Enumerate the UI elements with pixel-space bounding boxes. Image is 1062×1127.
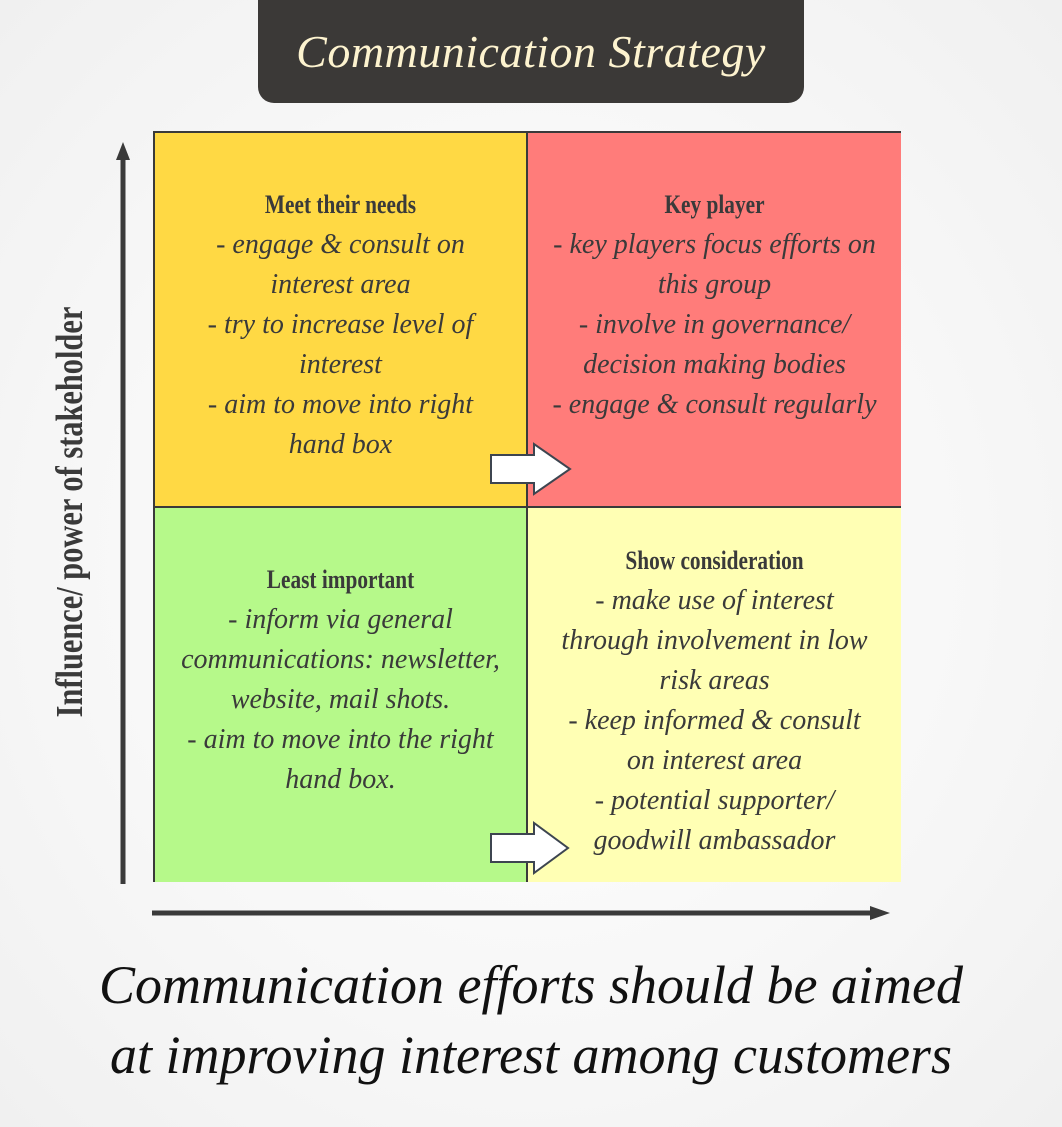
quadrant-heading: Show consideration [625, 546, 804, 575]
right-arrow-icon [490, 442, 572, 496]
footer-caption: Communication efforts should be aimed at… [0, 950, 1062, 1090]
quadrant-line: - engage & consult on interest area [216, 229, 465, 300]
quadrant-line: - try to increase level of interest [207, 309, 474, 380]
quadrant-grid: Meet their needs - engage & consult on i… [153, 131, 901, 882]
quadrant-least-important: Least important - inform via general com… [155, 508, 528, 882]
y-axis-arrow [116, 142, 130, 884]
quadrant-heading: Least important [266, 565, 415, 594]
quadrant-line: - keep informed & consult on interest ar… [568, 705, 861, 776]
title-banner: Communication Strategy [258, 0, 804, 103]
quadrant-line: - involve in governance/ decision making… [578, 309, 851, 380]
quadrant-line: - potential supporter/ goodwill ambassad… [593, 785, 836, 856]
quadrant-line: - inform via general communications: new… [181, 604, 500, 715]
quadrant-show-consideration: Show consideration - make use of interes… [528, 508, 901, 882]
quadrant-heading: Key player [664, 190, 765, 219]
y-axis-label: Influence/ power of stakeholder [49, 306, 91, 718]
x-axis-arrow [152, 906, 890, 920]
footer-line: at improving interest among customers [110, 1025, 952, 1085]
quadrant-line: - aim to move into the right hand box. [187, 724, 494, 795]
quadrant-line: - make use of interest through involveme… [561, 585, 868, 696]
quadrant-line: - key players focus efforts on this grou… [553, 229, 876, 300]
right-arrow-icon [490, 821, 570, 875]
quadrant-key-player: Key player - key players focus efforts o… [528, 133, 901, 508]
quadrant-line: - aim to move into right hand box [207, 389, 474, 460]
footer-line: Communication efforts should be aimed [99, 955, 963, 1015]
quadrant-meet-their-needs: Meet their needs - engage & consult on i… [155, 133, 528, 508]
quadrant-line: - engage & consult regularly [552, 389, 877, 420]
quadrant-heading: Meet their needs [264, 190, 417, 219]
title-text: Communication Strategy [296, 26, 766, 77]
